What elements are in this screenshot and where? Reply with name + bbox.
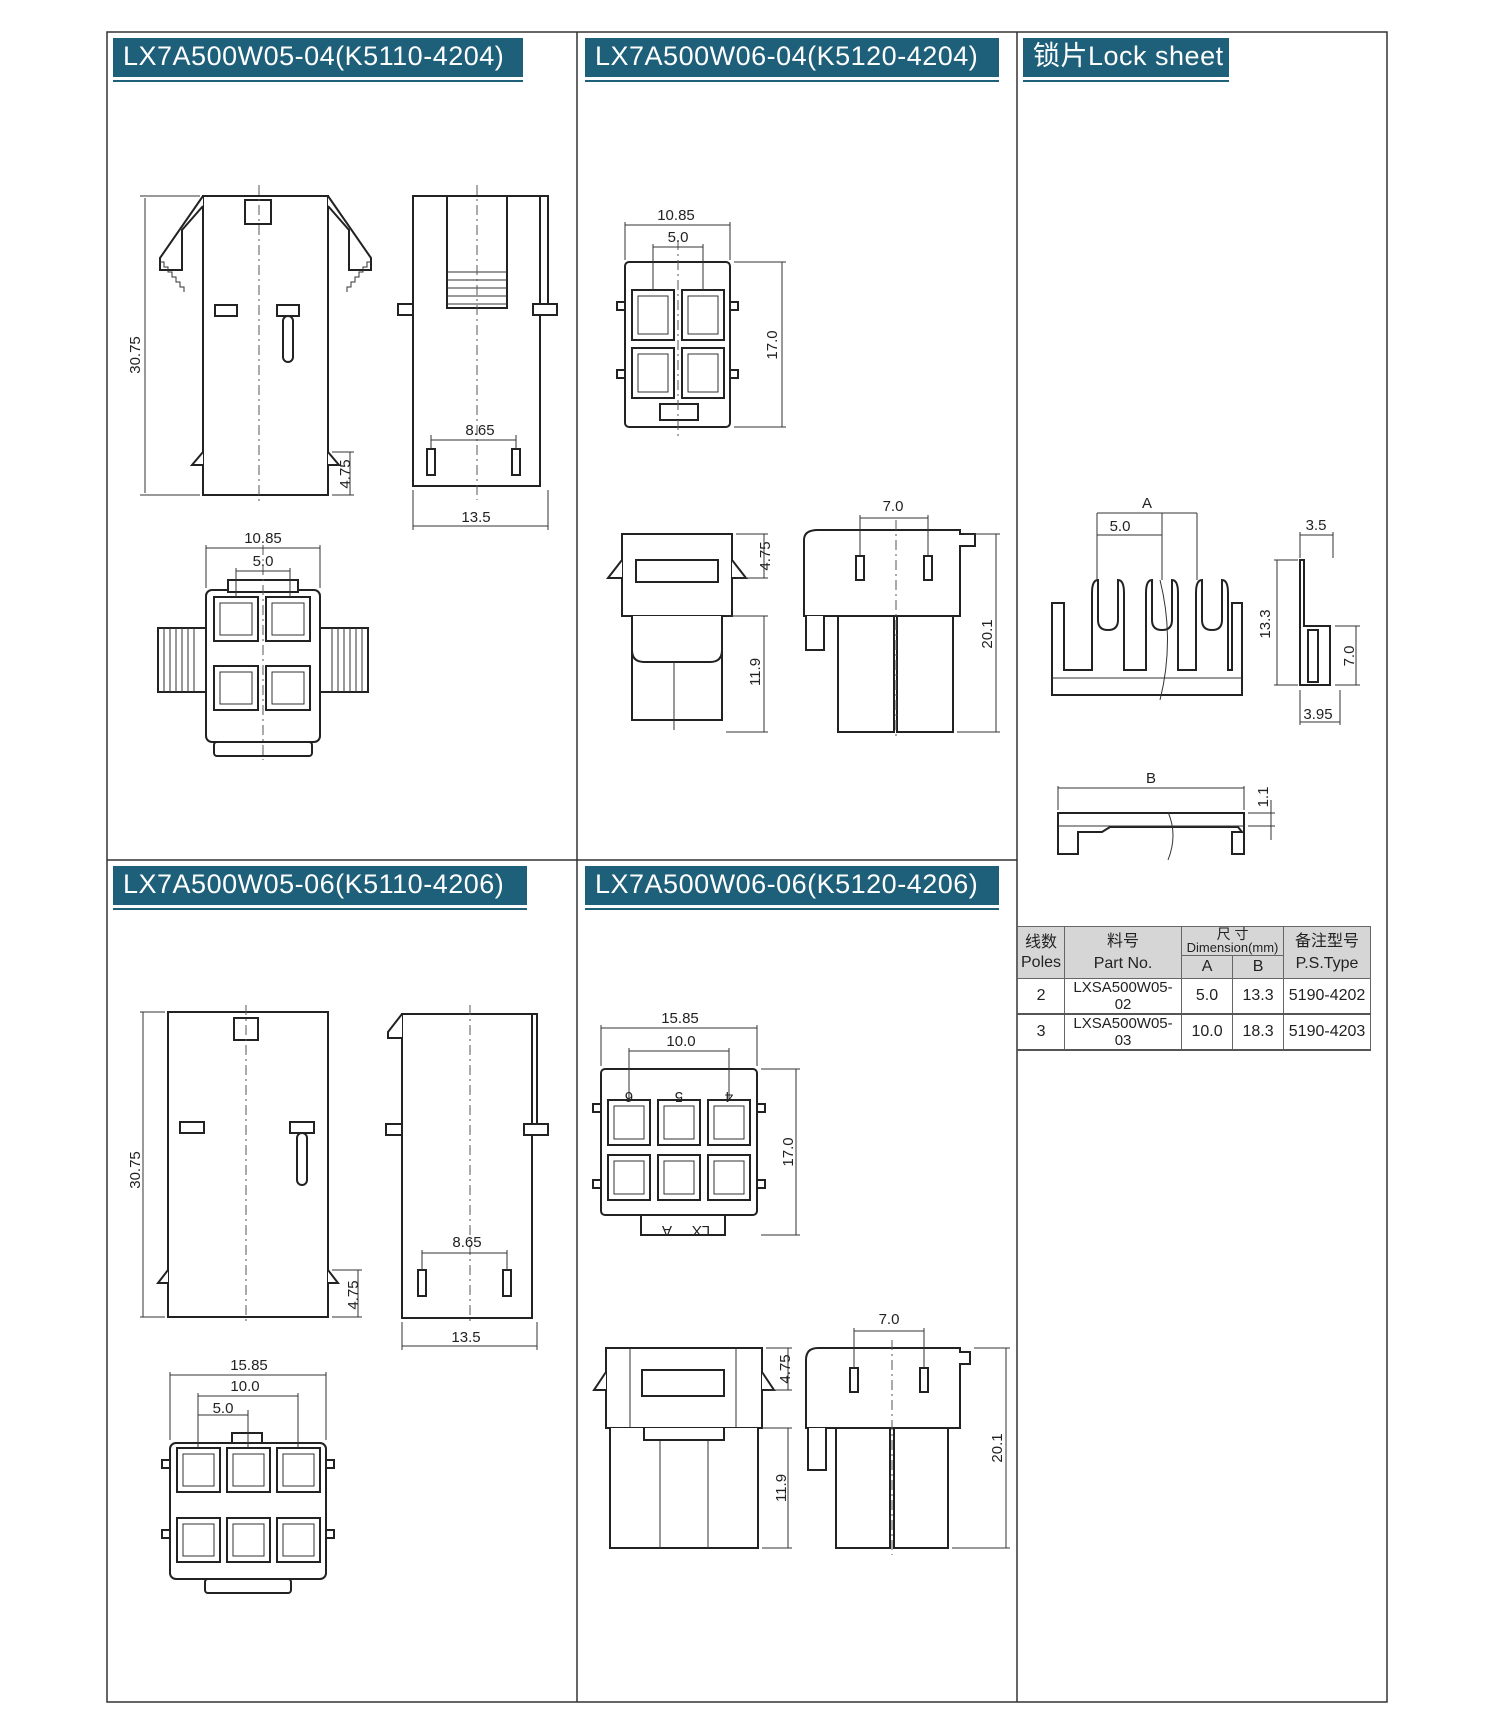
dim-4-75-d: 4.75 — [777, 1354, 794, 1383]
dim-30-75-b: 30.75 — [127, 1151, 144, 1189]
w06-06-side-view — [805, 1328, 1010, 1555]
cell-dim-b: 18.3 — [1232, 1013, 1285, 1051]
panel-title-w05-04: LX7A500W05-04(K5110-4204) — [113, 38, 523, 77]
dim-30-75-a: 30.75 — [127, 336, 144, 374]
dim-20-1-a: 20.1 — [979, 619, 996, 648]
dim-5-0-b: 5.0 — [668, 229, 689, 246]
dim-13-5-a: 13.5 — [461, 509, 490, 526]
dim-11-9-b: 11.9 — [773, 1474, 790, 1502]
dim-10-85-a: 10.85 — [244, 530, 282, 547]
header-dimension: 尺 寸 Dimension(mm) — [1181, 926, 1285, 956]
cell-poles: 3 — [1016, 1013, 1066, 1051]
header-dim-en: Dimension(mm) — [1186, 940, 1279, 955]
mark-a-label: A — [662, 1222, 672, 1239]
lock-sheet-spec-table: 线数 Poles 料号 Part No. 尺 寸 Dimension(mm) 备… — [1016, 926, 1372, 1051]
sheet-frame — [106, 31, 1388, 1703]
panel-title-lock-sheet: 锁片Lock sheet — [1023, 38, 1229, 77]
header-dim-b: B — [1232, 955, 1285, 979]
cell-ps-type: 5190-4203 — [1283, 1013, 1372, 1051]
dim-A-lock: A — [1142, 495, 1152, 512]
dim-10-0-a: 10.0 — [230, 1378, 259, 1395]
w06-06-front-view — [592, 1347, 792, 1549]
dim-20-1-b: 20.1 — [989, 1433, 1006, 1462]
cell-dim-a: 10.0 — [1181, 1013, 1234, 1051]
panel-title-w05-06: LX7A500W05-06(K5110-4206) — [113, 866, 527, 905]
dim-13-5-b: 13.5 — [451, 1329, 480, 1346]
mark-lx-label: LX — [692, 1222, 710, 1239]
header-poles-cn: 线数 — [1025, 933, 1058, 951]
dim-5-0-lock: 5.0 — [1110, 518, 1131, 535]
dim-7-0-a: 7.0 — [883, 498, 904, 515]
dim-1-1-lock: 1.1 — [1255, 787, 1272, 808]
table-row: 2 LXSA500W05-02 5.0 13.3 5190-4202 — [1016, 978, 1372, 1015]
cell-dim-a: 5.0 — [1181, 978, 1234, 1015]
dim-3-95-lock: 3.95 — [1303, 706, 1332, 723]
header-ps-type: 备注型号 P.S.Type — [1283, 926, 1372, 979]
dim-8-65-a: 8.65 — [465, 422, 494, 439]
dim-5-0-c: 5.0 — [213, 1400, 234, 1417]
w05-04-mating-face — [157, 545, 369, 760]
dim-B-lock: B — [1146, 770, 1156, 787]
dim-5-0-a: 5.0 — [253, 553, 274, 570]
lock-sheet-side-view — [1274, 532, 1360, 725]
header-ps-en: P.S.Type — [1295, 954, 1359, 972]
w06-04-front-view — [605, 533, 768, 733]
dim-10-0-b: 10.0 — [666, 1033, 695, 1050]
header-dim-cn: 尺 寸 — [1216, 926, 1249, 942]
cell-poles: 2 — [1016, 978, 1066, 1015]
panel-title-w06-06: LX7A500W06-06(K5120-4206) — [585, 866, 999, 905]
w06-04-face-view — [616, 222, 786, 440]
lock-sheet-front-view — [1051, 512, 1243, 701]
w06-04-side-view — [803, 515, 1000, 740]
dim-13-3-lock: 13.3 — [1257, 609, 1274, 638]
header-poles: 线数 Poles — [1016, 926, 1066, 979]
pin-label-5: 5 — [675, 1088, 683, 1105]
header-dim-a: A — [1181, 955, 1234, 979]
w05-06-front-view — [140, 1005, 362, 1325]
dim-10-85-b: 10.85 — [657, 207, 695, 224]
dim-4-75-c: 4.75 — [345, 1280, 362, 1309]
cell-ps-type: 5190-4202 — [1283, 978, 1372, 1015]
dim-17-0-b: 17.0 — [780, 1137, 797, 1166]
dim-15-85-a: 15.85 — [230, 1357, 268, 1374]
pin-label-4: 4 — [725, 1088, 733, 1105]
w05-06-side-view — [385, 1005, 549, 1350]
dim-17-0-a: 17.0 — [764, 330, 781, 359]
dim-15-85-b: 15.85 — [661, 1010, 699, 1027]
lock-sheet-top-view — [1057, 786, 1275, 861]
panel-title-w06-04: LX7A500W06-04(K5120-4204) — [585, 38, 999, 77]
pin-label-6: 6 — [625, 1088, 633, 1105]
dim-11-9-a: 11.9 — [747, 658, 764, 686]
dim-3-5-lock: 3.5 — [1306, 517, 1327, 534]
w05-06-mating-face — [161, 1372, 335, 1594]
dim-4-75-a: 4.75 — [337, 459, 354, 488]
header-part-no: 料号 Part No. — [1064, 926, 1183, 979]
w05-04-front-view — [140, 185, 372, 505]
cell-part-no: LXSA500W05-02 — [1064, 978, 1183, 1015]
table-row: 3 LXSA500W05-03 10.0 18.3 5190-4203 — [1016, 1013, 1372, 1051]
header-part-en: Part No. — [1093, 954, 1153, 972]
header-ps-cn: 备注型号 — [1295, 932, 1360, 950]
cell-part-no: LXSA500W05-03 — [1064, 1013, 1183, 1051]
w05-04-side-view — [397, 185, 558, 530]
header-part-cn: 料号 — [1107, 932, 1140, 950]
header-poles-en: Poles — [1021, 953, 1062, 971]
cell-dim-b: 13.3 — [1232, 978, 1285, 1015]
w06-06-face-view — [592, 1025, 800, 1236]
dim-7-0-b: 7.0 — [879, 1311, 900, 1328]
dim-8-65-b: 8.65 — [452, 1234, 481, 1251]
dim-7-0-lock: 7.0 — [1341, 646, 1358, 667]
dim-4-75-b: 4.75 — [757, 541, 774, 570]
